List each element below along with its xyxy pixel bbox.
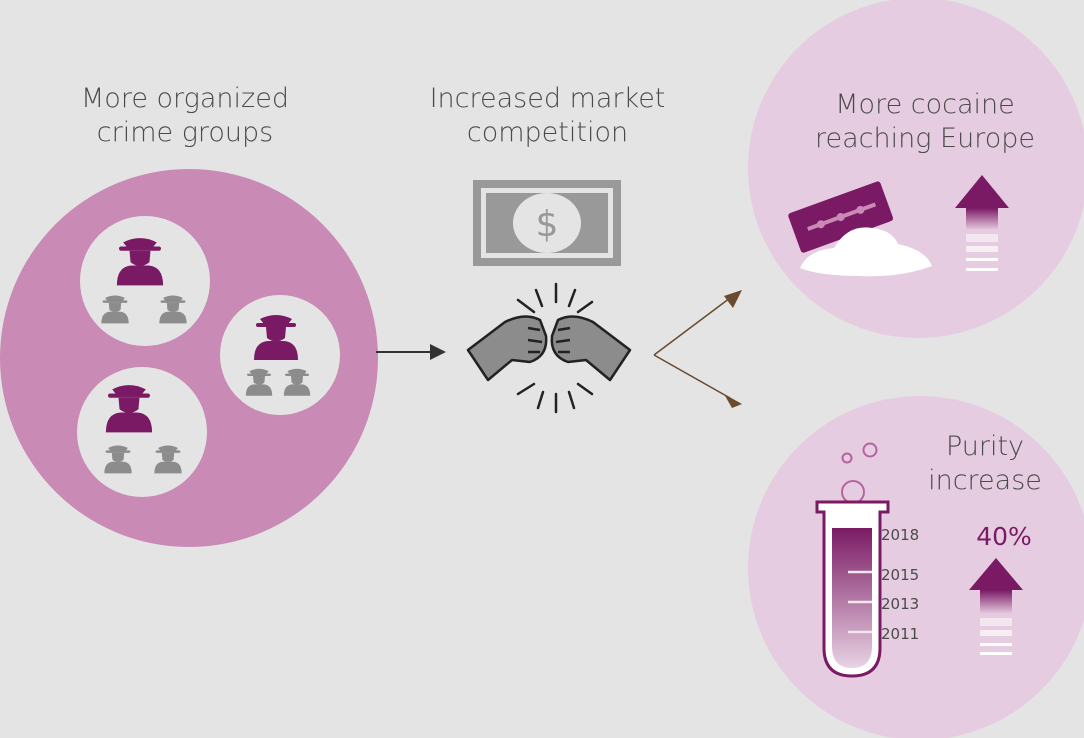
test-tube-icon (815, 500, 890, 678)
flow-arrow (376, 344, 446, 360)
crime-group-cluster (80, 216, 210, 346)
year-label: 2013 (881, 595, 919, 613)
crime-group-cluster (77, 367, 207, 497)
up-arrow-icon (955, 175, 1009, 271)
cocaine-label: More cocaine reaching Europe (815, 89, 1035, 154)
svg-text:$: $ (536, 204, 559, 245)
year-label: 2018 (881, 526, 919, 544)
purity-label: Purity increase (928, 431, 1042, 496)
up-arrow-icon (969, 558, 1023, 655)
fork-arrows (653, 297, 731, 399)
year-label: 2015 (881, 566, 919, 584)
crime-group-cluster (220, 295, 340, 415)
cocaine-powder-icon (800, 227, 932, 277)
competition-label: Increased market competition (429, 83, 666, 148)
fist-bump-icon (466, 282, 632, 414)
dollar-bill-icon: $ (473, 180, 621, 266)
arrow-head (724, 394, 742, 408)
purity-percent: 40% (976, 522, 1032, 551)
cocaine-outcome-circle (748, 0, 1084, 338)
arrow-head (724, 290, 742, 308)
razor-blade-icon (788, 181, 894, 253)
year-label: 2011 (881, 625, 919, 643)
groups-label: More organized crime groups (81, 83, 289, 148)
